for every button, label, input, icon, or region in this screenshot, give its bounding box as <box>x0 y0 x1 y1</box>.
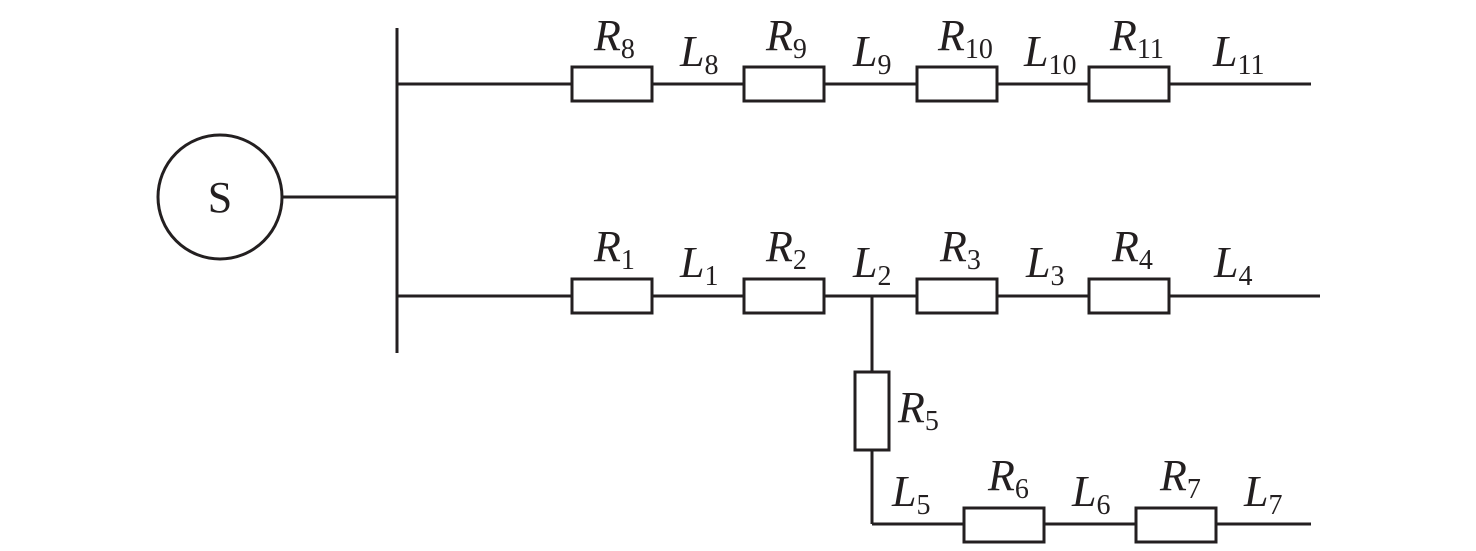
label-r6: R6 <box>987 451 1029 505</box>
label-l9: L9 <box>852 27 891 81</box>
label-r7: R7 <box>1159 451 1201 505</box>
label-l1: L1 <box>679 238 718 292</box>
label-r10: R10 <box>937 11 993 65</box>
label-r2: R2 <box>765 222 807 276</box>
resistor-r1 <box>570 277 654 315</box>
label-r3: R3 <box>939 222 981 276</box>
label-l3: L3 <box>1025 238 1064 292</box>
label-l5: L5 <box>891 467 930 521</box>
label-r9: R9 <box>765 11 807 65</box>
resistor-r8 <box>570 65 654 103</box>
label-r5: R5 <box>897 383 939 437</box>
label-r4: R4 <box>1111 222 1153 276</box>
label-l2: L2 <box>852 238 891 292</box>
resistor-r7 <box>1134 506 1218 544</box>
resistor-r3 <box>915 277 999 315</box>
label-l10: L10 <box>1023 27 1076 81</box>
label-l7: L7 <box>1243 467 1282 521</box>
label-l4: L4 <box>1213 238 1252 292</box>
resistor-r5 <box>853 370 891 452</box>
label-l6: L6 <box>1071 467 1110 521</box>
resistor-r11 <box>1087 65 1171 103</box>
label-l8: L8 <box>679 27 718 81</box>
resistor-r4 <box>1087 277 1171 315</box>
label-r8: R8 <box>593 11 635 65</box>
resistor-r10 <box>915 65 999 103</box>
label-r11: R11 <box>1109 11 1164 65</box>
label-r1: R1 <box>593 222 635 276</box>
resistor-r9 <box>742 65 826 103</box>
label-l11: L11 <box>1212 27 1264 81</box>
resistor-r2 <box>742 277 826 315</box>
resistor-r6 <box>962 506 1046 544</box>
source-label: S <box>208 173 232 222</box>
